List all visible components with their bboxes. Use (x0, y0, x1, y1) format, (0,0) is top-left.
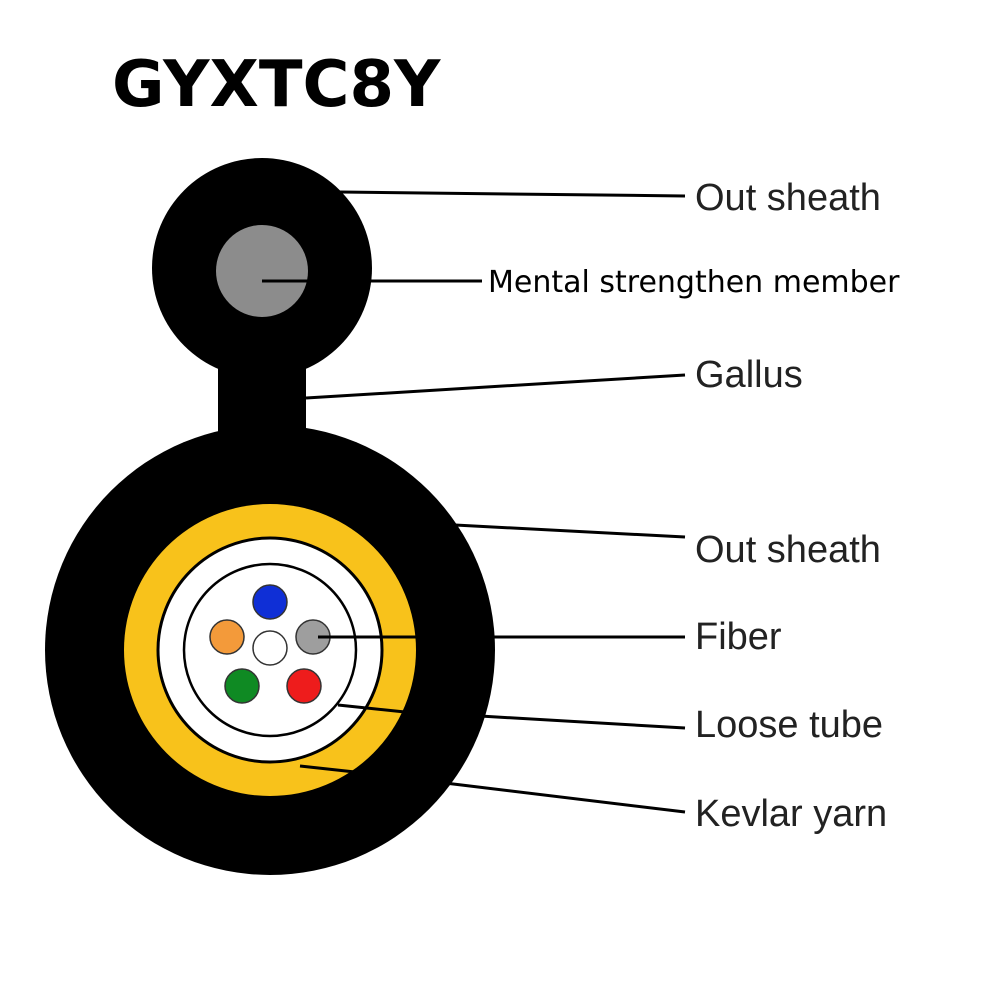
metal-strength-member (216, 225, 308, 317)
label-fiber: Fiber (695, 616, 782, 658)
diagram-title: GYXTC8Y (112, 48, 441, 122)
fiber-green (224, 668, 260, 704)
leader-loose-tube-outer (479, 714, 686, 730)
leader-messenger-sheath (339, 190, 686, 198)
leader-loose-tube (337, 703, 406, 714)
leader-cable-sheath (454, 523, 686, 539)
label-loose-tube: Loose tube (695, 704, 883, 746)
leader-gallus (305, 373, 686, 400)
label-strength-member: Mental strengthen member (488, 265, 900, 300)
fiber-center (252, 630, 288, 666)
leader-kevlar-yarn-outer (444, 781, 686, 814)
fiber-blue (252, 584, 288, 620)
label-gallus: Gallus (695, 354, 803, 396)
fiber-orange (209, 619, 245, 655)
label-messenger-out-sheath: Out sheath (695, 177, 881, 219)
label-kevlar-yarn: Kevlar yarn (695, 793, 887, 835)
label-cable-out-sheath: Out sheath (695, 529, 881, 571)
leader-kevlar-yarn (299, 764, 356, 774)
fiber-red (286, 668, 322, 704)
